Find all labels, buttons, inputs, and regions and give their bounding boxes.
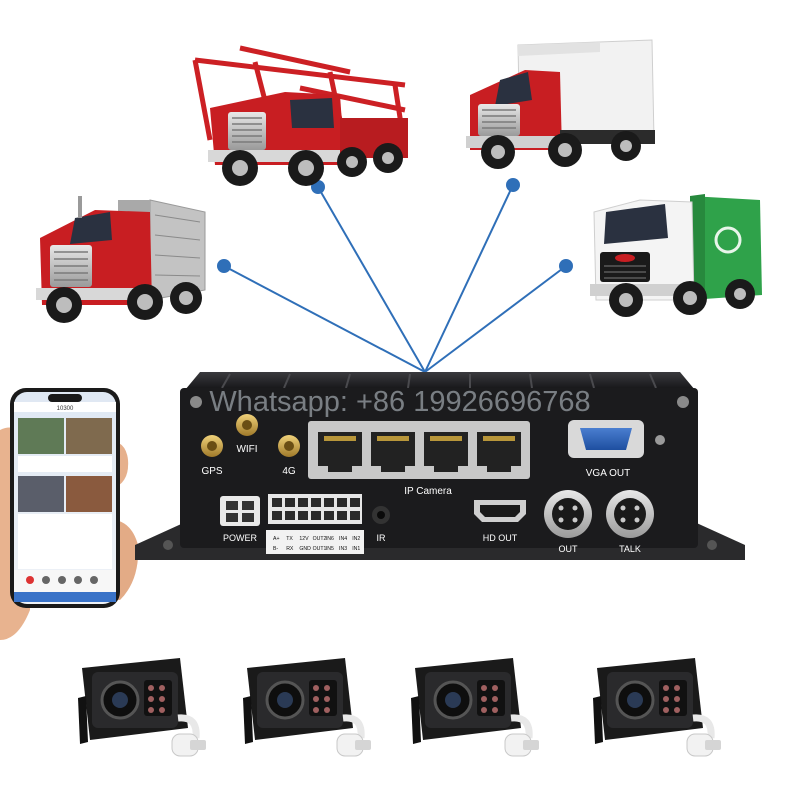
io-pin-label: B- xyxy=(273,546,278,552)
hd-out-port[interactable]: HD OUT xyxy=(474,500,526,543)
link-line-1 xyxy=(223,265,426,373)
phone-video-tile-4[interactable] xyxy=(66,476,112,512)
4g-label: 4G xyxy=(282,466,296,477)
link-line-2 xyxy=(317,186,426,373)
io-pin-label: IN5 xyxy=(326,546,334,552)
phone-video-tile-1[interactable] xyxy=(18,418,64,454)
camera-1 xyxy=(78,658,206,757)
wifi-antenna-port[interactable]: WIFI xyxy=(236,414,258,455)
wifi-label: WIFI xyxy=(236,444,257,455)
rj45-port-3[interactable] xyxy=(424,432,468,472)
link-dot-1 xyxy=(217,259,231,273)
io-pin-label: IN2 xyxy=(352,536,360,542)
car-carrier-truck xyxy=(192,45,408,186)
io-pin-label: IN4 xyxy=(339,536,347,542)
phone-playback-icon[interactable] xyxy=(58,576,66,584)
phone-settings-icon[interactable] xyxy=(90,576,98,584)
rj45-port-2[interactable] xyxy=(371,432,415,472)
io-pin-label: OUT2 xyxy=(313,536,327,542)
dump-truck xyxy=(36,196,206,323)
4g-antenna-port[interactable]: 4G xyxy=(278,435,300,477)
io-pin-label: GND xyxy=(299,546,311,552)
gps-antenna-port[interactable]: GPS xyxy=(201,435,223,477)
io-pin-label: OUT1 xyxy=(313,546,327,552)
rj45-port-4[interactable] xyxy=(477,432,521,472)
io-pin-label: A+ xyxy=(273,536,280,542)
io-pin-label: IN6 xyxy=(326,536,334,542)
talk-aviation-port[interactable]: TALK xyxy=(606,490,654,554)
camera-3 xyxy=(411,658,539,757)
out-aviation-port[interactable]: OUT xyxy=(544,490,592,554)
smartphone: 10300 xyxy=(10,388,120,608)
power-port[interactable]: POWER xyxy=(220,496,260,543)
hd-out-label: HD OUT xyxy=(483,533,518,543)
gps-label: GPS xyxy=(201,466,222,477)
phone-talk-icon[interactable] xyxy=(74,576,82,584)
phone-snapshot-icon[interactable] xyxy=(42,576,50,584)
connection-lines xyxy=(223,184,567,373)
phone-record-icon[interactable] xyxy=(26,576,34,584)
ip-camera-label: IP Camera xyxy=(404,486,452,497)
io-pin-label: IN3 xyxy=(339,546,347,552)
recycle-icon xyxy=(714,226,742,254)
whatsapp-watermark: Whatsapp: +86 19926696768 xyxy=(209,386,590,418)
io-pin-label: IN1 xyxy=(352,546,360,552)
out-label: OUT xyxy=(559,544,579,554)
garbage-truck xyxy=(590,194,762,317)
link-dot-3 xyxy=(506,178,520,192)
link-line-4 xyxy=(424,265,567,373)
box-truck xyxy=(466,39,655,169)
rj45-port-1[interactable] xyxy=(318,432,362,472)
connection-dots xyxy=(217,178,573,273)
mdvr-unit: GPS WIFI 4G IP Camera xyxy=(135,372,745,560)
io-pin-label: RX xyxy=(286,546,294,552)
power-label: POWER xyxy=(223,533,258,543)
vga-out-label: VGA OUT xyxy=(586,468,630,479)
phone-video-tile-3[interactable] xyxy=(18,476,64,512)
phone-status-title: 10300 xyxy=(57,406,74,412)
camera-2 xyxy=(243,658,371,757)
vga-port[interactable]: VGA OUT xyxy=(568,420,665,479)
ip-camera-port-block xyxy=(308,421,530,479)
camera-4 xyxy=(593,658,721,757)
io-pin-label: 12V xyxy=(299,536,309,542)
phone-video-tile-2[interactable] xyxy=(66,418,112,454)
link-line-3 xyxy=(424,184,514,373)
vga-port-icon xyxy=(580,428,632,450)
camera-row xyxy=(78,658,721,757)
talk-label: TALK xyxy=(619,544,641,554)
io-pin-label: TX xyxy=(286,536,293,542)
ir-label: IR xyxy=(377,533,387,543)
link-dot-4 xyxy=(559,259,573,273)
ir-sensor: IR xyxy=(372,506,390,543)
